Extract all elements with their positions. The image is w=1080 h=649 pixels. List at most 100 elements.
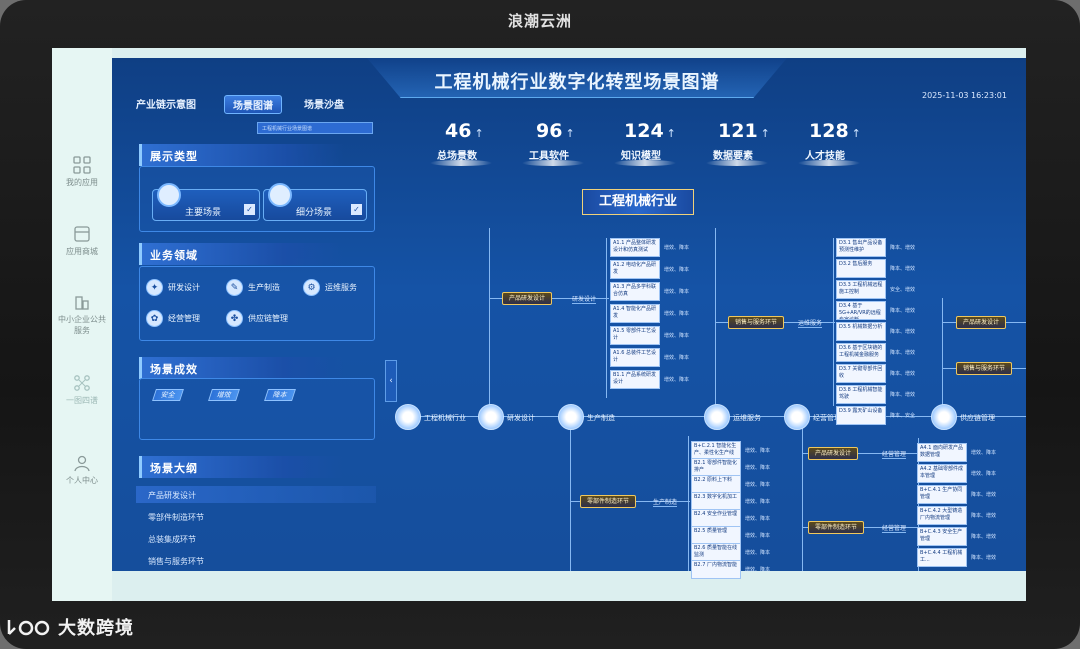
tab-scene-map[interactable]: 场景图谱 <box>224 95 282 114</box>
effect-tag-safety[interactable]: 安全 <box>152 389 184 401</box>
scene-card[interactable]: B+C.4.1 生产协同管理 <box>917 485 967 504</box>
management-icon: ✿ <box>146 310 163 327</box>
ops-service-node-icon[interactable] <box>704 404 730 430</box>
branch-line <box>942 298 943 416</box>
business-item-ops-service[interactable]: ⚙运维服务 <box>303 279 357 296</box>
scene-card[interactable]: B1.1 产品系统研发设计 <box>610 370 660 389</box>
scene-card[interactable]: B2.6 质量智能在线监测 <box>691 543 741 562</box>
scene-card-effect-tags: 降本、增效 <box>971 555 997 561</box>
business-item-management[interactable]: ✿经营管理 <box>146 310 200 327</box>
scene-card[interactable]: A1.5 零部件工艺设计 <box>610 326 660 345</box>
business-item-supply-chain[interactable]: ✤供应链管理 <box>226 310 288 327</box>
outline-item[interactable]: 产品研发设计 <box>148 491 196 500</box>
axis-node-label: 生产制造 <box>587 414 615 422</box>
scene-group-node[interactable]: 零部件制造环节 <box>580 495 637 508</box>
scene-card[interactable]: A4.2 基础零部件成本管理 <box>917 464 967 483</box>
scene-card[interactable]: A1.4 智能化产品研发 <box>610 304 660 323</box>
scene-card[interactable]: D3.9 露天矿山设备 <box>836 406 886 425</box>
tab-industry-chain[interactable]: 产业链示意图 <box>136 100 196 111</box>
scene-card[interactable]: B+C.4.2 大型铸造厂内物流管理 <box>917 506 967 525</box>
branch-line <box>489 228 490 416</box>
panel-collapse-toggle[interactable]: ‹ <box>385 360 397 402</box>
scene-card[interactable]: D3.4 基于5G+AR/VR的远程专家诊断 <box>836 301 886 320</box>
outline-item[interactable]: 零部件制造环节 <box>148 513 204 522</box>
scene-card[interactable]: D3.5 机械数据分析 <box>836 322 886 341</box>
production-node-icon[interactable] <box>558 404 584 430</box>
rd-node-icon[interactable] <box>478 404 504 430</box>
scene-card[interactable]: A1.1 产品整体研发设计和仿真测试 <box>610 238 660 257</box>
sidebar-item-personal-center[interactable]: 个人中心 <box>52 454 112 486</box>
checkbox-checked-icon[interactable]: ✓ <box>351 204 362 215</box>
scene-group-node[interactable]: 产品研发设计 <box>502 292 553 305</box>
kpi-label: 数据要素 <box>713 151 753 162</box>
map-select-dropdown[interactable]: 工程机械行业场景图谱 <box>257 122 373 134</box>
scene-card[interactable]: B+C.4.4 工程机械工... <box>917 548 967 567</box>
supply-chain-node-icon[interactable] <box>931 404 957 430</box>
display-type-main-scene-option[interactable]: 主要场景 ✓ <box>152 183 260 221</box>
business-item-rd[interactable]: ✦研发设计 <box>146 279 200 296</box>
card-stem <box>918 438 919 571</box>
scene-effect-panel: 安全 增效 降本 <box>139 378 375 440</box>
tab-scene-sandbox[interactable]: 场景沙盘 <box>304 100 344 111</box>
kpi-label: 人才技能 <box>805 151 845 162</box>
service-icon: ⚙ <box>303 279 320 296</box>
axis-node-label: 经营管理 <box>813 414 841 422</box>
scene-card[interactable]: B2.7 厂内物流智能 <box>691 560 741 579</box>
sidebar-item-one-map-four-spectrum[interactable]: 一图四谱 <box>52 374 112 406</box>
scene-card-effect-tags: 降本、增效 <box>890 350 916 356</box>
scene-group-node[interactable]: 零部件制造环节 <box>808 521 865 534</box>
arrow-up-icon: ↑ <box>666 127 676 140</box>
scene-card[interactable]: D3.2 售后服务 <box>836 259 886 278</box>
scene-card-effect-tags: 降本、增效 <box>890 392 916 398</box>
scene-card[interactable]: D3.3 工程机械远程施工控制 <box>836 280 886 299</box>
scene-domain-label: 经营管理 <box>882 451 907 459</box>
scene-map-dashboard: 工程机械行业数字化转型场景图谱 2025-11-03 16:23:01 产业链示… <box>112 58 1026 579</box>
scene-group-node[interactable]: 产品研发设计 <box>808 447 859 460</box>
sidebar-item-my-apps[interactable]: 我的应用 <box>52 156 112 188</box>
scene-card-effect-tags: 增效、降本 <box>971 471 997 477</box>
checkbox-checked-icon[interactable]: ✓ <box>244 204 255 215</box>
scene-group-node[interactable]: 产品研发设计 <box>956 316 1007 329</box>
device-brand-label: 浪潮云洲 <box>507 12 572 30</box>
sidebar-item-label: 中小企业公共服务 <box>58 315 106 335</box>
arrow-up-icon: ↑ <box>851 127 861 140</box>
branch-line <box>802 453 920 454</box>
scene-group-node[interactable]: 销售与服务环节 <box>728 316 785 329</box>
kpi-value: 46↑ <box>445 120 484 142</box>
effect-tag-cost[interactable]: 降本 <box>264 389 296 401</box>
scene-domain-label: 运维服务 <box>798 320 823 328</box>
scene-card[interactable]: D3.8 工程机械智能驾驶 <box>836 385 886 404</box>
industry-node-icon[interactable] <box>395 404 421 430</box>
sidebar-item-label: 我的应用 <box>66 178 98 187</box>
screen: 我的应用 应用商城 中小企业公共服务 一图四谱 个人中心 工程机械行业数字化转型… <box>52 48 1026 601</box>
scene-group-node[interactable]: 销售与服务环节 <box>956 362 1013 375</box>
scene-card-effect-tags: 增效、降本 <box>664 333 690 339</box>
kpi-value: 128↑ <box>809 120 861 142</box>
sidebar-item-sme-service[interactable]: 中小企业公共服务 <box>52 293 112 336</box>
scene-card[interactable]: A4.1 面向研发产品数据管理 <box>917 443 967 462</box>
management-node-icon[interactable] <box>784 404 810 430</box>
card-stem <box>833 238 834 406</box>
sidebar-item-label: 一图四谱 <box>66 396 98 405</box>
wrench-icon: ✎ <box>226 279 243 296</box>
scene-card-effect-tags: 降本、安全 <box>890 413 916 419</box>
display-type-sub-scene-option[interactable]: 细分场景 ✓ <box>263 183 367 221</box>
scene-card[interactable]: D3.1 售出产品设备预测性维护 <box>836 238 886 257</box>
axis-node-label: 供应链管理 <box>960 414 995 422</box>
scene-card-effect-tags: 增效、降本 <box>745 516 771 522</box>
arrow-up-icon: ↑ <box>760 127 770 140</box>
scene-card[interactable]: D3.6 基于区块链的工程机械金融服务 <box>836 343 886 362</box>
sidebar-item-app-store[interactable]: 应用商城 <box>52 225 112 257</box>
scene-card[interactable]: A1.6 总装件工艺设计 <box>610 348 660 367</box>
scene-card[interactable]: D3.7 关键零部件回收 <box>836 364 886 383</box>
scene-card-effect-tags: 增效、降本 <box>664 377 690 383</box>
scene-card[interactable]: B+C.4.3 安全生产管理 <box>917 527 967 546</box>
outline-item[interactable]: 总装集成环节 <box>148 535 196 544</box>
outline-item[interactable]: 销售与服务环节 <box>148 557 204 566</box>
scene-card[interactable]: A1.2 电动化产品研发 <box>610 260 660 279</box>
map-root-node[interactable]: 工程机械行业 <box>582 189 694 215</box>
scene-card[interactable]: A1.3 产品多学科联合仿真 <box>610 282 660 301</box>
effect-tag-efficiency[interactable]: 增效 <box>208 389 240 401</box>
business-item-production[interactable]: ✎生产制造 <box>226 279 280 296</box>
watermark: 大数跨境 <box>6 614 134 640</box>
